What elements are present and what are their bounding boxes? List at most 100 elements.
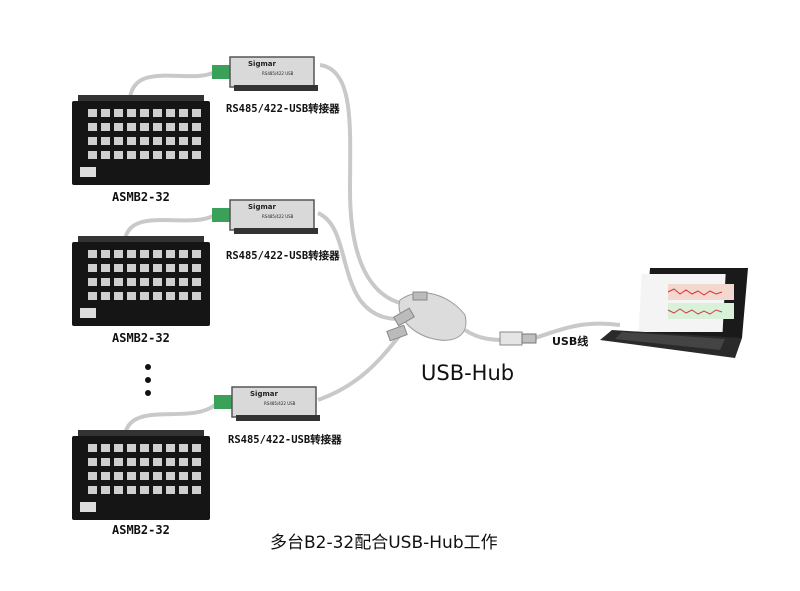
terminal [114,292,123,300]
cable-converter2-hub [317,211,406,321]
terminal [101,472,110,480]
terminal [101,137,110,145]
cable-converter3-hub [317,333,402,402]
hub-port-plug [412,291,428,301]
terminal [192,250,201,258]
terminal [101,109,110,117]
terminal [101,278,110,286]
terminal [166,444,175,452]
laptop-keyboard [615,332,725,350]
terminal [179,292,188,300]
terminal [153,123,162,131]
terminal [140,292,149,300]
converter-body [229,56,315,88]
terminal [140,278,149,286]
terminal [166,137,175,145]
terminal [179,458,188,466]
terminal [140,264,149,272]
terminal [127,109,136,117]
terminal [127,292,136,300]
converter-label: RS485/422-USB转接器 [226,103,340,115]
terminal [153,151,162,159]
terminal [179,278,188,286]
terminal-connector [212,208,230,222]
terminal [179,109,188,117]
terminal [127,278,136,286]
terminal [114,123,123,131]
terminal [114,278,123,286]
terminal [101,151,110,159]
terminal [166,250,175,258]
converter-brand: Sigmar [248,203,276,211]
terminal [153,109,162,117]
terminal [88,472,97,480]
caption: 多台B2-32配合USB-Hub工作 [270,533,498,553]
terminal [166,472,175,480]
devices [72,95,210,520]
terminal [166,292,175,300]
terminal [192,472,201,480]
device-label: ASMB2-32 [112,523,170,537]
waveform-panel [668,303,734,319]
terminal [153,137,162,145]
terminal [101,458,110,466]
terminal [101,292,110,300]
terminal [127,250,136,258]
converter-brand: Sigmar [250,390,278,398]
terminal [140,250,149,258]
hub-label: USB-Hub [421,361,515,385]
cables [123,63,621,436]
terminal [140,123,149,131]
converter-body [231,386,317,418]
device-label: ASMB2-32 [112,331,170,345]
terminal [166,278,175,286]
terminal [114,137,123,145]
terminal [153,264,162,272]
terminal [127,472,136,480]
terminal [166,264,175,272]
converter-shadow [236,415,320,421]
terminal [192,123,201,131]
terminal [192,444,201,452]
usb-plug [499,331,537,346]
device-nameplate [80,308,96,318]
terminal [114,109,123,117]
terminal [101,250,110,258]
terminal [179,264,188,272]
asmb-device [72,95,210,185]
cable-converter1-hub [319,63,411,307]
ellipsis-dot [145,364,151,370]
terminal [166,486,175,494]
asmb-device [72,236,210,326]
usb-plug-tip [521,333,537,344]
terminal [153,472,162,480]
terminal [140,151,149,159]
terminal [153,444,162,452]
terminal [153,458,162,466]
terminal [153,250,162,258]
terminal [88,292,97,300]
terminal [179,444,188,452]
usb-plug-body [499,331,523,346]
terminal [88,250,97,258]
terminal [153,278,162,286]
terminal [101,486,110,494]
terminal [101,444,110,452]
terminal [114,458,123,466]
terminal [192,109,201,117]
terminal [166,151,175,159]
terminal [166,109,175,117]
terminal [140,444,149,452]
terminal [179,250,188,258]
terminal [127,151,136,159]
terminal [88,137,97,145]
usb-hub [386,291,467,342]
converter-label: RS485/422-USB转接器 [226,250,340,262]
ellipsis-dot [145,390,151,396]
cable-device1-converter1 [128,70,216,99]
terminal [166,123,175,131]
device-handle [78,95,204,103]
